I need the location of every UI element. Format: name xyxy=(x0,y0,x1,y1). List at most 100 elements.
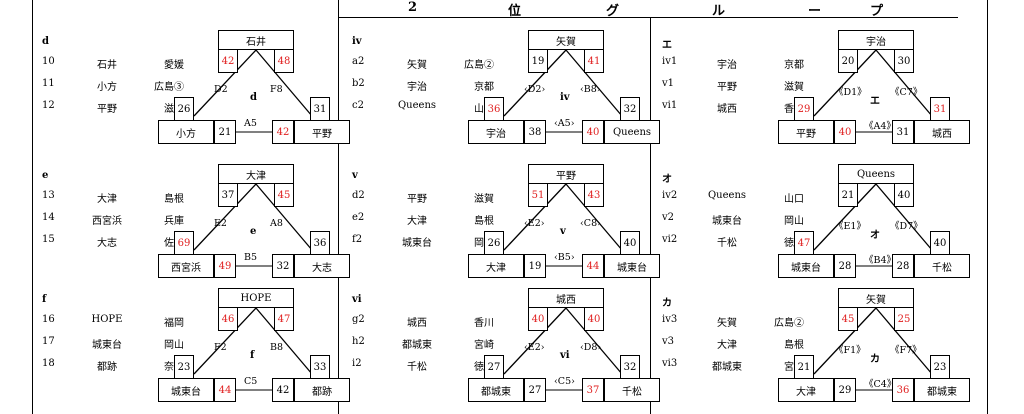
match-label-right: ‹D8› xyxy=(580,342,602,353)
match-label-right: A8 xyxy=(270,218,283,229)
team-box-top[interactable]: HOPE xyxy=(218,288,294,308)
score-cell: 36 xyxy=(484,97,504,121)
match-label-right: ‹C8› xyxy=(580,218,601,229)
match-label-right: 《F7》 xyxy=(890,345,922,356)
team-name: 宇治 xyxy=(407,82,427,93)
team-name: 石井 xyxy=(97,60,117,71)
column-divider-2 xyxy=(650,18,651,414)
team-box-top[interactable]: 矢賀 xyxy=(528,30,604,50)
match-label-left: ‹E2› xyxy=(524,218,545,229)
match-label-bottom: 《C4》 xyxy=(864,379,897,390)
team-seed: vi3 xyxy=(662,358,678,369)
group-letter: v xyxy=(352,170,358,181)
team-name: 大志 xyxy=(97,238,117,249)
team-box-bottom-left[interactable]: 宇治 xyxy=(468,120,524,144)
score-cell: 44 xyxy=(214,378,236,402)
team-box-top[interactable]: 平野 xyxy=(528,164,604,184)
group-letter: エ xyxy=(662,40,672,51)
match-label-bottom: ‹C5› xyxy=(554,376,575,387)
score-cell: 36 xyxy=(310,231,330,255)
team-seed: i2 xyxy=(352,358,362,369)
team-name: 城東台 xyxy=(712,216,742,227)
score-cell: 40 xyxy=(582,120,604,144)
team-box-top[interactable]: 大津 xyxy=(218,164,294,184)
team-box-top[interactable]: 宇治 xyxy=(838,30,914,50)
team-box-top[interactable]: 矢賀 xyxy=(838,288,914,308)
team-box-bottom-right[interactable]: 都跡 xyxy=(294,378,350,402)
team-box-bottom-left[interactable]: 都城東 xyxy=(468,378,524,402)
score-cell: 31 xyxy=(930,97,950,121)
team-box-bottom-left[interactable]: 城東台 xyxy=(158,378,214,402)
team-box-top[interactable]: 石井 xyxy=(218,30,294,50)
team-seed: b2 xyxy=(352,78,365,89)
team-box-bottom-right[interactable]: 大志 xyxy=(294,254,350,278)
team-seed: 13 xyxy=(42,190,55,201)
team-prefecture: 広島② xyxy=(774,318,804,329)
match-label-bottom: 《A4》 xyxy=(864,121,896,132)
team-box-bottom-left[interactable]: 大津 xyxy=(468,254,524,278)
team-prefecture: 愛媛 xyxy=(164,60,184,71)
score-cell: 29 xyxy=(794,97,814,121)
team-box-top[interactable]: 城西 xyxy=(528,288,604,308)
team-name: 城東台 xyxy=(402,238,432,249)
score-cell: 28 xyxy=(834,254,856,278)
team-seed: iv2 xyxy=(662,190,678,201)
team-box-bottom-right[interactable]: 都城東 xyxy=(914,378,970,402)
score-cell: 19 xyxy=(528,49,548,73)
team-box-bottom-right[interactable]: 千松 xyxy=(914,254,970,278)
team-prefecture: 広島② xyxy=(464,60,494,71)
team-box-bottom-left[interactable]: 城東台 xyxy=(778,254,834,278)
team-seed: 11 xyxy=(42,78,55,89)
score-cell: 25 xyxy=(894,307,914,331)
team-box-bottom-left[interactable]: 平野 xyxy=(778,120,834,144)
banner-char: グ xyxy=(606,4,620,19)
score-cell: 23 xyxy=(174,355,194,379)
match-label-right: 《C7》 xyxy=(890,87,923,98)
score-cell: 41 xyxy=(584,49,604,73)
team-prefecture: 滋賀 xyxy=(474,194,494,205)
team-seed: 16 xyxy=(42,314,55,325)
team-box-bottom-left[interactable]: 小方 xyxy=(158,120,214,144)
group-letter: e xyxy=(42,170,49,181)
score-cell: 33 xyxy=(310,355,330,379)
score-cell: 37 xyxy=(218,183,238,207)
team-seed: v1 xyxy=(662,78,675,89)
team-seed: 15 xyxy=(42,234,55,245)
team-name: 宇治 xyxy=(717,60,737,71)
team-prefecture: 広島③ xyxy=(154,82,184,93)
score-cell: 43 xyxy=(584,183,604,207)
team-prefecture: 京都 xyxy=(474,82,494,93)
triangle-center-letter: エ xyxy=(870,96,880,107)
team-box-bottom-right[interactable]: 平野 xyxy=(294,120,350,144)
score-cell: 44 xyxy=(582,254,604,278)
team-seed: d2 xyxy=(352,190,365,201)
team-box-bottom-right[interactable]: 城西 xyxy=(914,120,970,144)
team-box-bottom-left[interactable]: 大津 xyxy=(778,378,834,402)
score-cell: 69 xyxy=(174,231,194,255)
team-seed: v3 xyxy=(662,336,675,347)
team-box-bottom-left[interactable]: 西宮浜 xyxy=(158,254,214,278)
team-prefecture: 島根 xyxy=(474,216,494,227)
match-label-bottom: ‹B5› xyxy=(554,252,575,263)
team-seed: c2 xyxy=(352,100,364,111)
team-box-bottom-right[interactable]: 城東台 xyxy=(604,254,660,278)
team-box-bottom-right[interactable]: 千松 xyxy=(604,378,660,402)
team-name: 大津 xyxy=(97,194,117,205)
team-box-bottom-right[interactable]: Queens xyxy=(604,120,660,144)
team-prefecture: 宮崎 xyxy=(474,340,494,351)
team-name: HOPE xyxy=(91,314,123,325)
team-name: 千松 xyxy=(407,362,427,373)
team-name: 大津 xyxy=(407,216,427,227)
score-cell: 45 xyxy=(838,307,858,331)
team-name: 矢賀 xyxy=(717,318,737,329)
score-cell: 27 xyxy=(484,355,504,379)
team-box-top[interactable]: Queens xyxy=(838,164,914,184)
triangle-center-letter: オ xyxy=(870,230,880,241)
team-prefecture: 滋賀 xyxy=(784,82,804,93)
team-seed: a2 xyxy=(352,56,365,67)
team-prefecture: 岡山 xyxy=(784,216,804,227)
team-prefecture: 兵庫 xyxy=(164,216,184,227)
score-cell: 40 xyxy=(930,231,950,255)
team-name: 城東台 xyxy=(92,340,122,351)
group-letter: iv xyxy=(352,36,362,47)
